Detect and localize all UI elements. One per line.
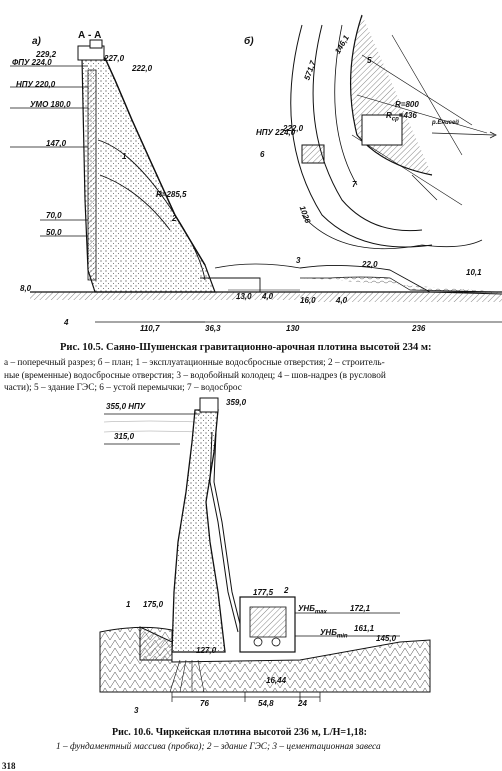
fig2-1775: 177,5 xyxy=(253,588,274,597)
level-22-tail: 22,0 xyxy=(362,260,378,269)
fig2-dim-24: 24 xyxy=(298,699,307,708)
chirkey-dam-drawing xyxy=(99,397,431,702)
fig2-dim-1644: 16,44 xyxy=(266,676,287,685)
level-13: 13,0 xyxy=(236,292,252,301)
dim-363: 36,3 xyxy=(205,324,221,333)
caption-10-5-line-1: а – поперечный разрез; б – план; 1 – экс… xyxy=(4,358,385,368)
caption-10-6-line-1: 1 – фундаментный массива (пробка); 2 – з… xyxy=(56,742,381,752)
dim-1107: 110,7 xyxy=(140,324,160,333)
level-fpu: ФПУ 224,0 xyxy=(12,58,52,67)
plan-view-drawing xyxy=(290,14,497,250)
level-4: 4,0 xyxy=(262,292,274,301)
level-16: 16,0 xyxy=(300,296,316,305)
panel-b-label: б) xyxy=(244,36,254,47)
level-147: 147,0 xyxy=(46,139,67,148)
callout-6: 6 xyxy=(260,150,265,159)
callout-5: 5 xyxy=(367,56,372,65)
fig2-315: 315,0 xyxy=(114,432,135,441)
plan-222: 222,0 xyxy=(283,124,304,133)
fig2-npu: 355,0 НПУ xyxy=(106,402,146,411)
dim-236: 236 xyxy=(412,324,426,333)
callout-3: 3 xyxy=(296,256,301,265)
page-number: 318 xyxy=(2,761,16,771)
level-222: 222,0 xyxy=(132,64,153,73)
caption-10-6-title: Рис. 10.6. Чиркейская плотина высотой 23… xyxy=(112,727,367,738)
radius-436: Rср=436 xyxy=(386,111,417,123)
fig2-callout-1: 1 xyxy=(126,600,131,609)
fig2-ynb-min: УНБmin xyxy=(320,628,348,640)
caption-10-5-line-2: ные (временные) водосбросные отверстия; … xyxy=(4,370,386,381)
plan-npu: НПУ 224,0 xyxy=(256,128,296,137)
fig2-crest: 359,0 xyxy=(226,398,247,407)
river-arrow-label: р.Енисей xyxy=(432,120,459,126)
level-8: 8,0 xyxy=(20,284,32,293)
fig2-1450: 145,0 xyxy=(376,634,397,643)
fig2-callout-2: 2 xyxy=(284,586,289,595)
fig2-1721: 172,1 xyxy=(350,604,371,613)
fig2-1270: 127,0 xyxy=(196,646,217,655)
fig2-dim-76: 76 xyxy=(200,699,209,708)
level-70: 70,0 xyxy=(46,211,62,220)
callout-4: 4 xyxy=(64,318,69,327)
fig2-callout-3: 3 xyxy=(134,706,139,715)
fig2-1611: 161,1 xyxy=(354,624,375,633)
caption-10-5-line-3: части); 5 – здание ГЭС; 6 – устой перемы… xyxy=(4,383,242,393)
dim-130: 130 xyxy=(286,324,300,333)
radius-800: R=800 xyxy=(395,100,419,109)
level-227: 227,0 xyxy=(104,54,125,63)
downstream-basin-drawing xyxy=(205,264,502,323)
caption-10-5-title: Рис. 10.5. Саяно-Шушенская гравитационно… xyxy=(60,342,432,353)
fig2-dim-548: 54,8 xyxy=(258,699,274,708)
fig2-ynb-max: УНБmax xyxy=(298,604,327,616)
level-umo: УМО 180,0 xyxy=(30,100,71,109)
callout-2: 2 xyxy=(172,214,177,223)
level-crest: 229,2 xyxy=(36,50,57,59)
panel-a-label: а) xyxy=(32,36,41,47)
section-label: А - А xyxy=(78,30,102,41)
caption-10-5-body: а – поперечный разрез; б – план; 1 – экс… xyxy=(4,357,502,395)
level-40: 4,0 xyxy=(336,296,348,305)
cross-section-drawing xyxy=(10,39,301,323)
fig2-175: 175,0 xyxy=(143,600,164,609)
level-101: 10,1 xyxy=(466,268,482,277)
radius-2855: R=285,5 xyxy=(156,190,187,199)
level-50: 50,0 xyxy=(46,228,62,237)
callout-1: 1 xyxy=(122,152,127,161)
level-npu: НПУ 220,0 xyxy=(16,80,56,89)
callout-7: 7 xyxy=(352,180,357,189)
